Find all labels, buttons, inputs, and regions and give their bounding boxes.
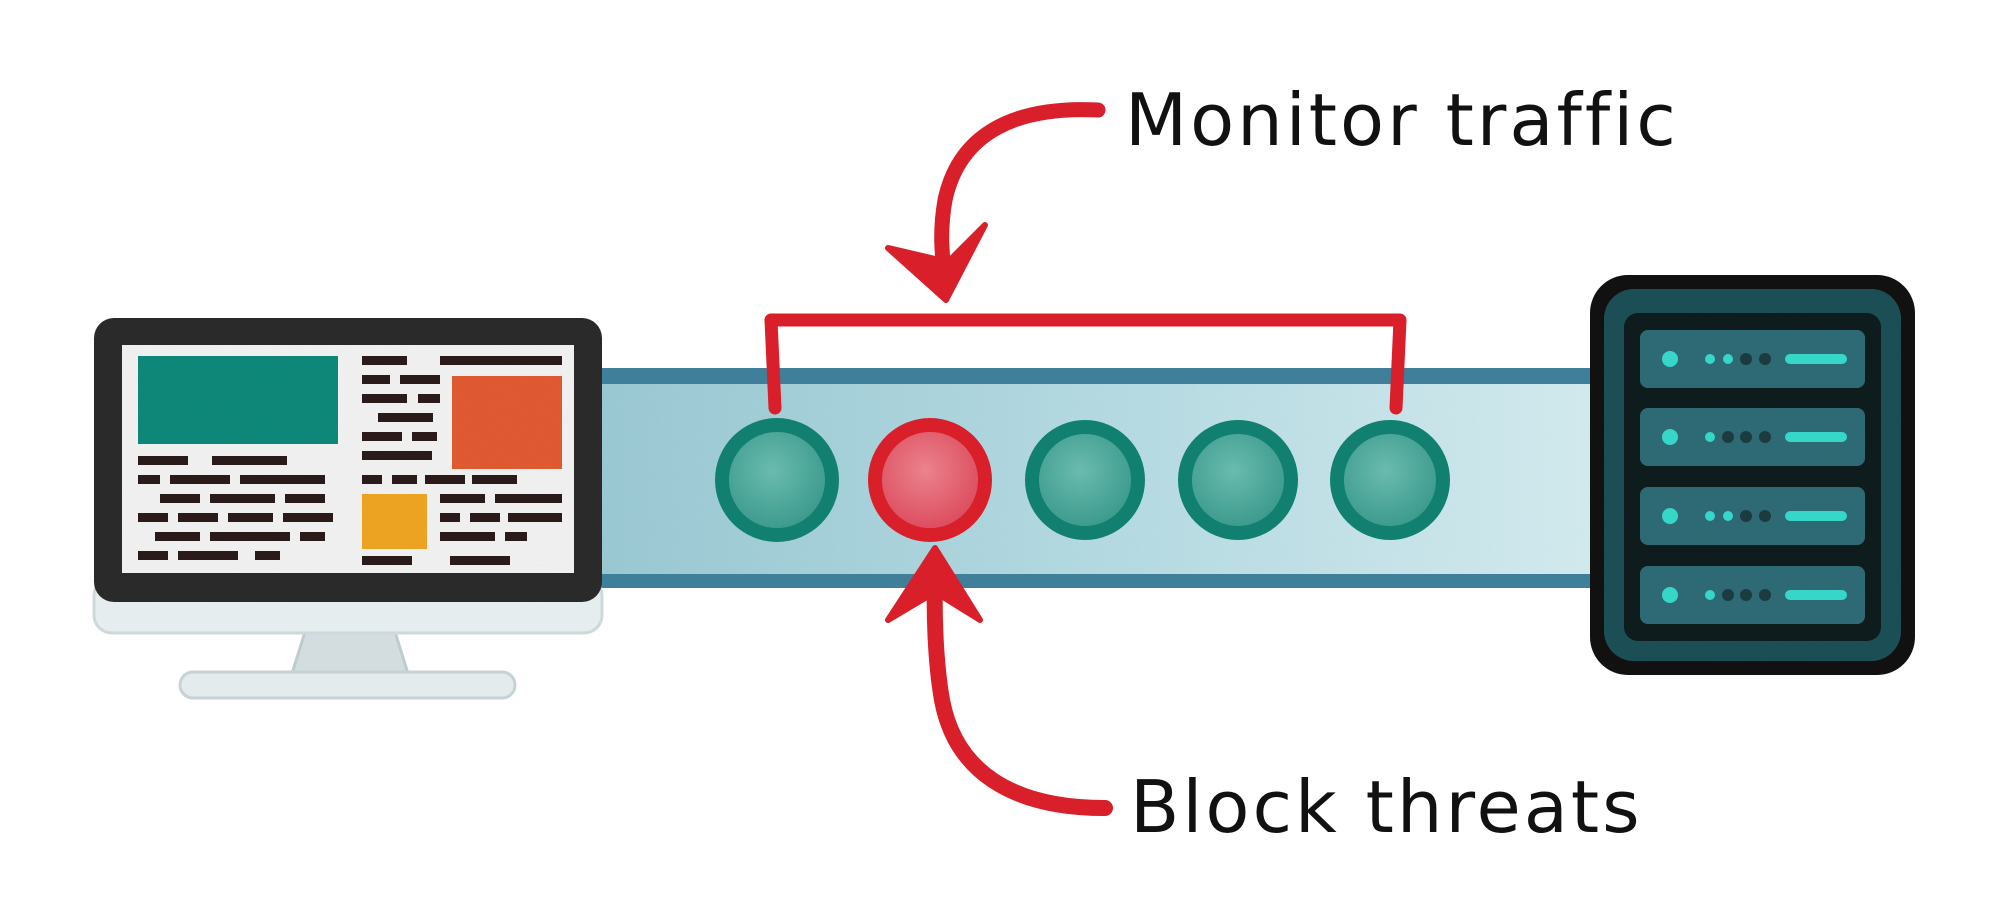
packet-threat bbox=[868, 418, 992, 542]
block-threats-label: Block threats bbox=[1130, 765, 1643, 849]
packet-safe-4 bbox=[1330, 420, 1450, 540]
packet-safe-1 bbox=[715, 418, 839, 542]
server-unit bbox=[1640, 566, 1865, 624]
monitor-bracket bbox=[764, 313, 1407, 415]
monitor-arrow bbox=[885, 102, 1106, 303]
server-unit bbox=[1640, 330, 1865, 388]
server-units bbox=[1640, 330, 1865, 624]
block-arrow bbox=[885, 545, 1113, 816]
monitor-traffic-label: Monitor traffic bbox=[1125, 78, 1679, 162]
server-unit bbox=[1640, 408, 1865, 466]
packet-safe-2 bbox=[1025, 420, 1145, 540]
server-rack-icon bbox=[1590, 275, 1915, 675]
packet-row bbox=[715, 418, 1450, 542]
desktop-monitor-icon bbox=[92, 318, 604, 700]
server-unit bbox=[1640, 487, 1865, 545]
packet-safe-3 bbox=[1178, 420, 1298, 540]
